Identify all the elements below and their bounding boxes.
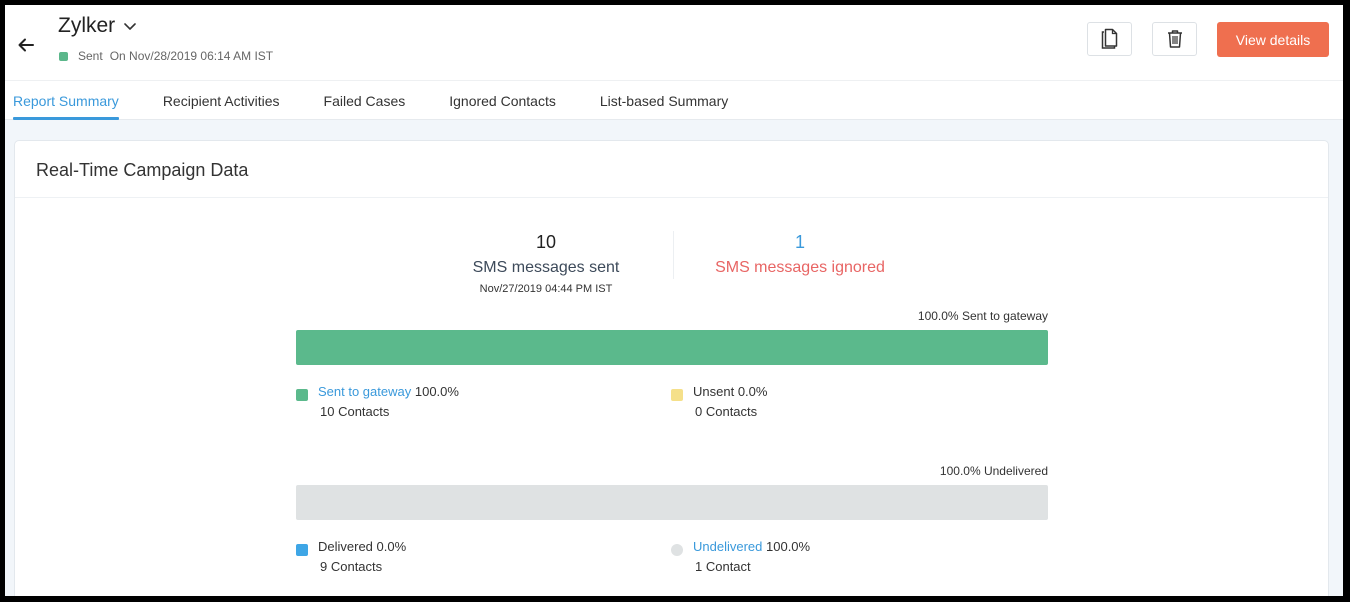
card-title: Real-Time Campaign Data — [15, 141, 1328, 198]
legend-contacts: 1 Contact — [695, 559, 751, 574]
sms-sent-label: SMS messages sent — [472, 259, 620, 276]
tab-list-based-summary[interactable]: List-based Summary — [599, 93, 729, 109]
delivery-bar-section: 100.0% Undelivered Delivered 0.0% 9 Cont… — [296, 464, 1048, 583]
campaign-title-text: Zylker — [58, 14, 116, 37]
legend-pct: 100.0% — [766, 539, 811, 554]
tab-report-summary[interactable]: Report Summary — [13, 81, 119, 120]
legend-undelivered: Undelivered 100.0% 1 Contact — [671, 539, 810, 575]
tab-ignored-contacts[interactable]: Ignored Contacts — [449, 93, 556, 109]
sent-to-gateway-link[interactable]: Sent to gateway — [318, 384, 412, 399]
trash-icon — [1167, 30, 1182, 48]
green-swatch-icon — [296, 389, 308, 401]
legend-label: Unsent — [693, 384, 735, 399]
copy-icon — [1101, 28, 1117, 49]
report-tabs: Report Summary Recipient Activities Fail… — [5, 81, 1343, 120]
chevron-down-icon[interactable] — [123, 19, 137, 33]
stat-divider — [673, 231, 674, 279]
campaign-header: Zylker Sent On Nov/28/2019 06:14 AM IST … — [5, 5, 1343, 81]
campaign-status: Sent On Nov/28/2019 06:14 AM IST — [59, 49, 273, 63]
legend-contacts: 0 Contacts — [695, 404, 758, 419]
legend-contacts: 9 Contacts — [320, 559, 383, 574]
legend-label: Delivered — [318, 539, 373, 554]
tab-recipient-activities[interactable]: Recipient Activities — [162, 93, 280, 109]
legend-unsent: Unsent 0.0% 0 Contacts — [671, 384, 767, 420]
gateway-bar-caption: 100.0% Sent to gateway — [917, 309, 1048, 323]
gateway-bar-section: 100.0% Sent to gateway Sent to gateway 1… — [296, 309, 1048, 428]
legend-delivered: Delivered 0.0% 9 Contacts — [296, 539, 406, 575]
delivery-progress-bar — [296, 485, 1048, 520]
campaign-title[interactable]: Zylker — [58, 14, 137, 38]
yellow-swatch-icon — [671, 389, 683, 401]
legend-pct: 0.0% — [376, 539, 407, 554]
blue-swatch-icon — [296, 544, 308, 556]
view-details-button[interactable]: View details — [1217, 22, 1329, 57]
app-frame: Zylker Sent On Nov/28/2019 06:14 AM IST … — [5, 5, 1343, 596]
back-arrow-icon[interactable] — [16, 35, 36, 55]
legend-pct: 0.0% — [737, 384, 768, 399]
sms-sent-stat: 10 SMS messages sent Nov/27/2019 04:44 P… — [455, 231, 637, 295]
status-dot-icon — [59, 51, 68, 61]
sms-sent-count: 10 — [535, 232, 557, 252]
delete-button[interactable] — [1152, 22, 1197, 56]
campaign-data-card: Real-Time Campaign Data 10 SMS messages … — [14, 140, 1329, 596]
gateway-legend: Sent to gateway 100.0% 10 Contacts Unsen… — [296, 384, 1048, 428]
copy-button[interactable] — [1087, 22, 1132, 56]
sms-ignored-count[interactable]: 1 — [794, 232, 805, 252]
legend-pct: 100.0% — [414, 384, 459, 399]
delivery-bar-caption: 100.0% Undelivered — [939, 464, 1048, 478]
tab-failed-cases[interactable]: Failed Cases — [323, 93, 406, 109]
gray-swatch-icon — [671, 544, 683, 556]
gateway-progress-bar — [296, 330, 1048, 365]
sms-sent-timestamp: Nov/27/2019 04:44 PM IST — [479, 283, 613, 295]
legend-contacts: 10 Contacts — [320, 404, 390, 419]
status-timestamp: On Nov/28/2019 06:14 AM IST — [109, 49, 274, 63]
undelivered-link[interactable]: Undelivered — [693, 539, 763, 554]
sms-ignored-stat[interactable]: 1 SMS messages ignored — [695, 231, 905, 279]
delivery-legend: Delivered 0.0% 9 Contacts Undelivered 10… — [296, 539, 1048, 583]
legend-sent-to-gateway: Sent to gateway 100.0% 10 Contacts — [296, 384, 459, 420]
sms-ignored-label: SMS messages ignored — [715, 259, 885, 276]
status-label: Sent — [78, 49, 103, 63]
